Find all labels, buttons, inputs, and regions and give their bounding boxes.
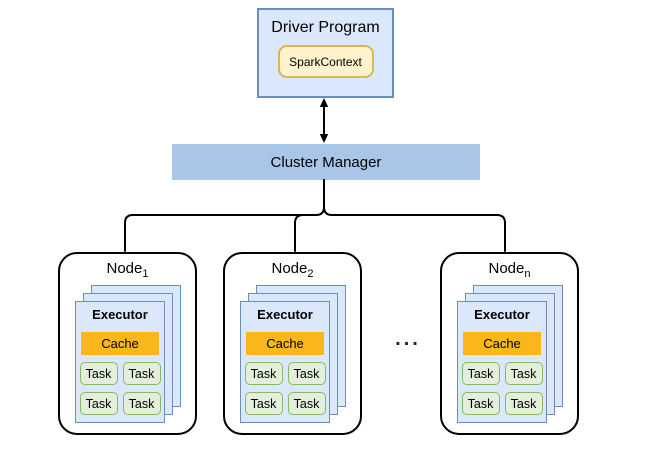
executor-box: Executor Cache Task Task Task Task <box>240 301 330 423</box>
node-1-name: Node <box>106 260 143 277</box>
node-n-title: Noden <box>442 260 577 283</box>
node-1-title: Node1 <box>60 260 195 283</box>
cluster-manager-bar: Cluster Manager <box>172 144 480 180</box>
task-box: Task <box>461 362 500 385</box>
cache-label: Cache <box>483 336 521 351</box>
cache-box: Cache <box>246 332 324 355</box>
cache-box: Cache <box>463 332 541 355</box>
executor-stack: Executor Cache Task Task Task Task <box>60 254 195 433</box>
executor-stack: Executor Cache Task Task Task Task <box>225 254 360 433</box>
node-1-box: Node1 Executor Cache Task Task Task Task <box>58 252 197 435</box>
task-box: Task <box>79 392 118 415</box>
node-n-subscript: n <box>524 268 531 280</box>
executor-title: Executor <box>92 307 148 322</box>
task-box: Task <box>287 362 326 385</box>
executor-title: Executor <box>257 307 313 322</box>
task-box: Task <box>79 362 118 385</box>
task-box: Task <box>461 392 500 415</box>
node-2-subscript: 2 <box>307 268 314 280</box>
more-nodes-ellipsis: ... <box>395 328 421 350</box>
driver-program-box: Driver Program SparkContext <box>257 8 394 98</box>
driver-cluster-arrow <box>319 98 329 143</box>
task-box: Task <box>287 392 326 415</box>
executor-box: Executor Cache Task Task Task Task <box>75 301 165 423</box>
task-box: Task <box>504 392 543 415</box>
driver-program-title: Driver Program <box>271 19 380 36</box>
node-2-name: Node <box>271 260 308 277</box>
executor-box: Executor Cache Task Task Task Task <box>457 301 547 423</box>
executor-title: Executor <box>474 307 530 322</box>
spark-context-box: SparkContext <box>277 45 374 78</box>
task-grid: Task Task Task Task <box>461 362 543 415</box>
node-2-box: Node2 Executor Cache Task Task Task Task <box>223 252 362 435</box>
spark-context-label: SparkContext <box>289 54 362 69</box>
task-box: Task <box>122 392 161 415</box>
node-1-subscript: 1 <box>142 268 149 280</box>
task-box: Task <box>504 362 543 385</box>
cluster-manager-label: Cluster Manager <box>270 153 382 171</box>
cache-label: Cache <box>266 336 304 351</box>
node-2-title: Node2 <box>225 260 360 283</box>
executor-stack: Executor Cache Task Task Task Task <box>442 254 577 433</box>
cache-box: Cache <box>81 332 159 355</box>
node-n-name: Node <box>488 260 525 277</box>
task-box: Task <box>122 362 161 385</box>
task-box: Task <box>244 362 283 385</box>
task-grid: Task Task Task Task <box>79 362 161 415</box>
task-grid: Task Task Task Task <box>244 362 326 415</box>
cache-label: Cache <box>101 336 139 351</box>
task-box: Task <box>244 392 283 415</box>
node-n-box: Noden Executor Cache Task Task Task Task <box>440 252 579 435</box>
